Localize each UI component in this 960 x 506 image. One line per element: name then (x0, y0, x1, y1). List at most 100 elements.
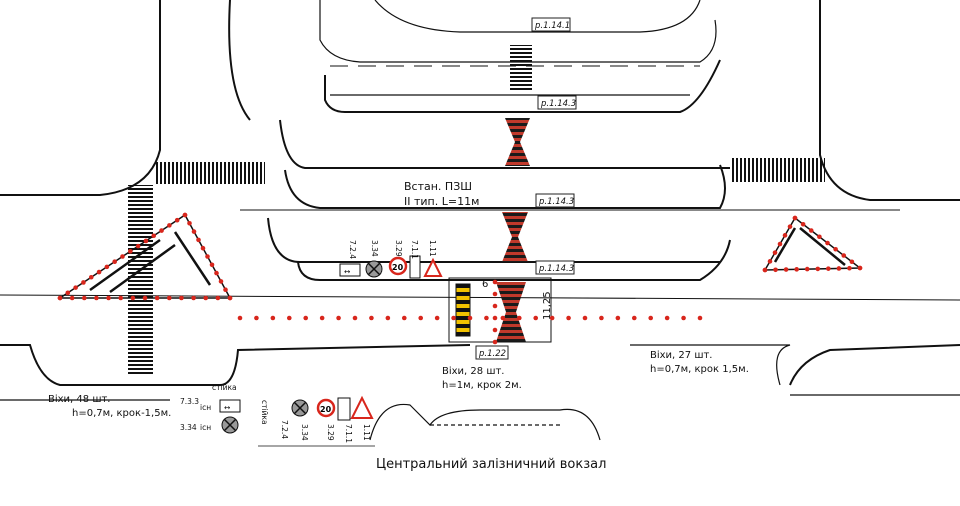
arrow-both-icon: ↔ (344, 267, 350, 276)
warning-triangle-icon-2 (350, 395, 374, 419)
station-name: Центральний залізничний вокзал (376, 457, 606, 472)
post-dot-center (492, 339, 498, 345)
post-dot-left (104, 264, 110, 270)
posts-center-line1: Віхи, 28 шт. (442, 365, 504, 377)
post-dot-left (69, 295, 75, 301)
post-dot-left (154, 295, 160, 301)
post-dot-center (385, 315, 391, 321)
speed-hump-3 (496, 282, 526, 342)
posts-left-line1: Віхи, 48 шт. (48, 393, 110, 405)
tag-edge-line: р.1.22 (475, 345, 509, 360)
tag-zebra-3: р.1.14.3 (535, 260, 575, 275)
tag-edge-line-text: р.1.22 (478, 349, 506, 359)
post-dot-center (599, 315, 604, 321)
post-dot-right (817, 234, 822, 240)
posts-center-line2: h=1м, крок 2м. (442, 380, 522, 391)
post-dot-center (533, 315, 539, 321)
sign-top-s5: 1.11 (428, 240, 437, 257)
post-dot-right (857, 265, 863, 271)
post-dot-left (200, 245, 206, 251)
post-dot-center (615, 315, 621, 321)
speed-sign-bottom: 20 (320, 405, 332, 414)
post-dot-left (227, 295, 233, 301)
post-dot-left (73, 285, 78, 290)
post-dot-center (254, 315, 259, 321)
posts-left-line2: h=0,7м, крок-1,5м. (72, 408, 171, 419)
post-dot-center (418, 315, 424, 321)
post-dot-center (664, 315, 670, 321)
sign-bot-stoyanka: стійка (260, 400, 269, 425)
post-dot-left (94, 295, 99, 301)
post-dot-left (174, 217, 180, 223)
sign-cluster-bottom: 20 7.2.4 3.34 3.29 7.1.1 1.11 стійка ↔ 7… (180, 383, 375, 447)
no-stopping-icon (367, 262, 381, 276)
post-dot-right (773, 267, 778, 273)
post-dot-left (57, 295, 63, 301)
post-dot-center (500, 315, 506, 321)
post-dot-right (762, 267, 768, 273)
sign-bot-711: 7.1.1 (344, 424, 353, 443)
dim-width: 6 (482, 279, 488, 290)
tag-zebra-1: р.1.14.3 (537, 95, 577, 110)
sign-bot-334: 3.34 (300, 424, 309, 441)
sign-bot-existing: існ (200, 403, 211, 412)
crosswalk-left-v (128, 185, 153, 375)
post-dot-right (815, 266, 821, 272)
post-dot-right (808, 228, 814, 233)
sign-bot-733: 7.3.3 (180, 397, 199, 406)
sign-bot-existing2: існ (200, 423, 211, 432)
post-dot-right (849, 259, 855, 265)
tag-zebra-2-text: р.1.14.3 (538, 197, 574, 207)
tag-zebra-1-text: р.1.14.3 (540, 99, 576, 109)
crosswalk-left-h (155, 162, 265, 184)
crosswalk-right-h (730, 158, 825, 182)
post-dot-left (65, 290, 71, 296)
post-dot-right (794, 267, 799, 272)
post-dot-right (787, 224, 793, 229)
sign-bot-stoyanka2: стійка (212, 383, 237, 392)
post-dot-left (182, 212, 188, 218)
post-dot-left (166, 295, 172, 301)
post-dot-left (196, 237, 201, 243)
sign-top-s4: 7.1.1 (410, 240, 419, 259)
arrow-both-icon-2: ↔ (224, 403, 230, 412)
dim-length: 11,25 (542, 291, 553, 320)
post-dot-right (804, 266, 810, 272)
island-3 (267, 217, 731, 281)
post-dot-left (142, 295, 148, 301)
dimension-box (448, 277, 552, 343)
post-dot-center (566, 315, 571, 321)
post-dot-left (191, 229, 197, 234)
post-dot-right (826, 266, 831, 271)
post-dot-right (792, 215, 798, 221)
sign-bot-111: 1.11 (362, 424, 371, 441)
crosswalk-top (510, 45, 532, 90)
sign-bot-334b: 3.34 (180, 423, 197, 432)
speed-sign-top: 20 (392, 263, 404, 272)
post-dot-right (777, 241, 783, 247)
post-dot-center (401, 315, 407, 321)
post-dot-right (767, 259, 773, 264)
post-dot-left (205, 254, 210, 259)
post-dot-center (369, 315, 374, 321)
road-edges (0, 0, 960, 401)
post-dot-left (214, 270, 219, 276)
warning-triangle-icon (423, 257, 443, 277)
post-dot-left (88, 274, 94, 280)
post-dot-left (96, 269, 102, 275)
tag-crossing-top: р.1.14.1 (531, 17, 571, 32)
post-dot-right (847, 265, 852, 271)
post-dot-center (582, 315, 588, 321)
post-dot-left (81, 280, 86, 285)
post-dot-center (336, 315, 341, 321)
post-dot-center (492, 291, 498, 297)
speed-hump-2 (502, 212, 528, 262)
post-dot-right (825, 240, 830, 246)
post-dot-center (484, 315, 489, 321)
post-dot-right (836, 266, 842, 271)
post-dot-left (187, 221, 192, 226)
post-dot-right (783, 267, 789, 272)
post-dot-left (128, 249, 133, 254)
island-2 (279, 119, 730, 209)
